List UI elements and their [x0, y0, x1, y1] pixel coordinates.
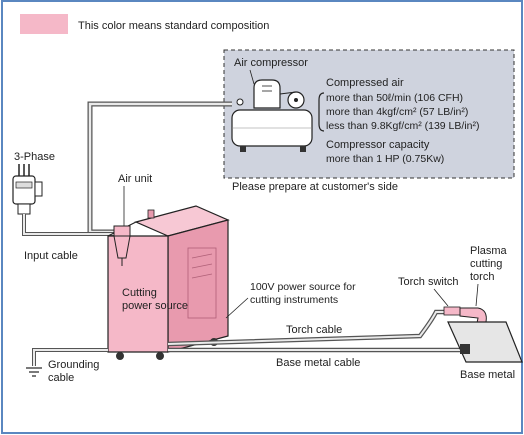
grounding-label-line1: Grounding	[48, 359, 99, 371]
air-unit-icon	[113, 225, 131, 266]
compressed-air-heading: Compressed air	[326, 77, 404, 89]
compressor-leader	[249, 69, 255, 85]
legend-text: This color means standard composition	[78, 20, 269, 32]
torch-cable-label: Torch cable	[286, 324, 342, 336]
grounding-cable-highlight	[33, 349, 108, 366]
torch-cable-highlight	[167, 311, 470, 345]
spec-brace	[318, 92, 325, 132]
aux-power-label-line2: cutting instruments	[250, 294, 338, 306]
ground-symbol-icon	[26, 367, 42, 377]
aux-power-leader	[225, 297, 249, 319]
air-flow-spec: more than 50ℓ/min (106 CFH)	[326, 92, 463, 104]
power-plug-icon	[12, 164, 43, 215]
aux-power-label-line1: 100V power source for	[250, 281, 356, 293]
input-cable-highlight	[23, 214, 116, 235]
plasma-torch-leader	[475, 283, 479, 307]
air-compressor-label: Air compressor	[234, 57, 308, 69]
plasma-torch-label-line2: cutting	[470, 258, 502, 270]
capacity-heading: Compressor capacity	[326, 139, 430, 151]
torch-switch-icon	[443, 306, 461, 316]
torch-switch-leader	[433, 288, 449, 307]
air-unit-label: Air unit	[118, 173, 152, 185]
legend-swatch	[20, 14, 68, 34]
customer-side-note: Please prepare at customer's side	[232, 181, 398, 193]
three-phase-label: 3-Phase	[14, 151, 55, 163]
base-metal-plate	[447, 321, 523, 363]
input-cable-label: Input cable	[24, 250, 78, 262]
plasma-torch-label-line1: Plasma	[470, 245, 508, 257]
plasma-torch-label-line3: torch	[470, 271, 494, 283]
base-metal-clamp-icon	[460, 344, 470, 354]
air-pressure-min-spec: more than 4kgf/cm² (57 LB/in²)	[326, 106, 468, 118]
power-source-label-line2: power source	[122, 300, 188, 312]
cutting-power-source	[107, 205, 230, 360]
grounding-label-line2: cable	[48, 372, 74, 384]
air-pressure-max-spec: less than 9.8Kgf/cm² (139 LB/in²)	[326, 120, 480, 132]
base-metal-label: Base metal	[460, 369, 515, 381]
power-source-label-line1: Cutting	[122, 287, 157, 299]
capacity-value: more than 1 HP (0.75Kw)	[326, 153, 444, 165]
torch-switch-label: Torch switch	[398, 276, 459, 288]
air-compressor-icon	[231, 79, 313, 152]
base-metal-cable-label: Base metal cable	[276, 357, 360, 369]
